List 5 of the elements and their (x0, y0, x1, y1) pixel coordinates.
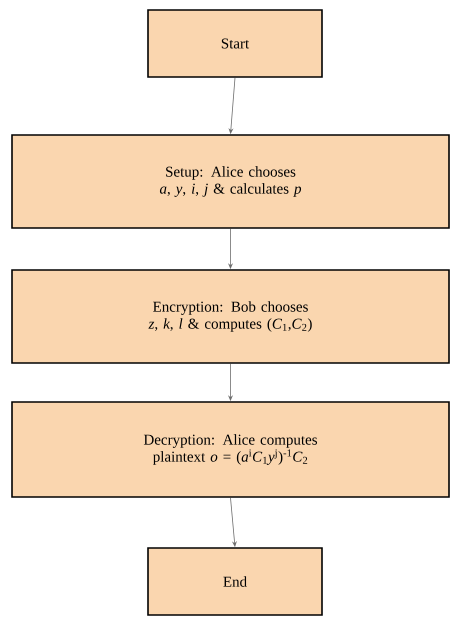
process-box: Setup: Alice chooses a, y, i, j & calculates p (11, 134, 450, 229)
process-box: Decryption: Alice computes plaintext o = (a$^{i}$C$_{1}$y$^{j}$)$^{-1}$C$_{2}$ (11, 401, 450, 498)
process-box: End (147, 547, 323, 616)
process-box: Encryption: Bob chooses z, k, l & computes (C$_{1}$,C$_{2}$) (11, 269, 450, 364)
process-box: Start (147, 9, 323, 78)
